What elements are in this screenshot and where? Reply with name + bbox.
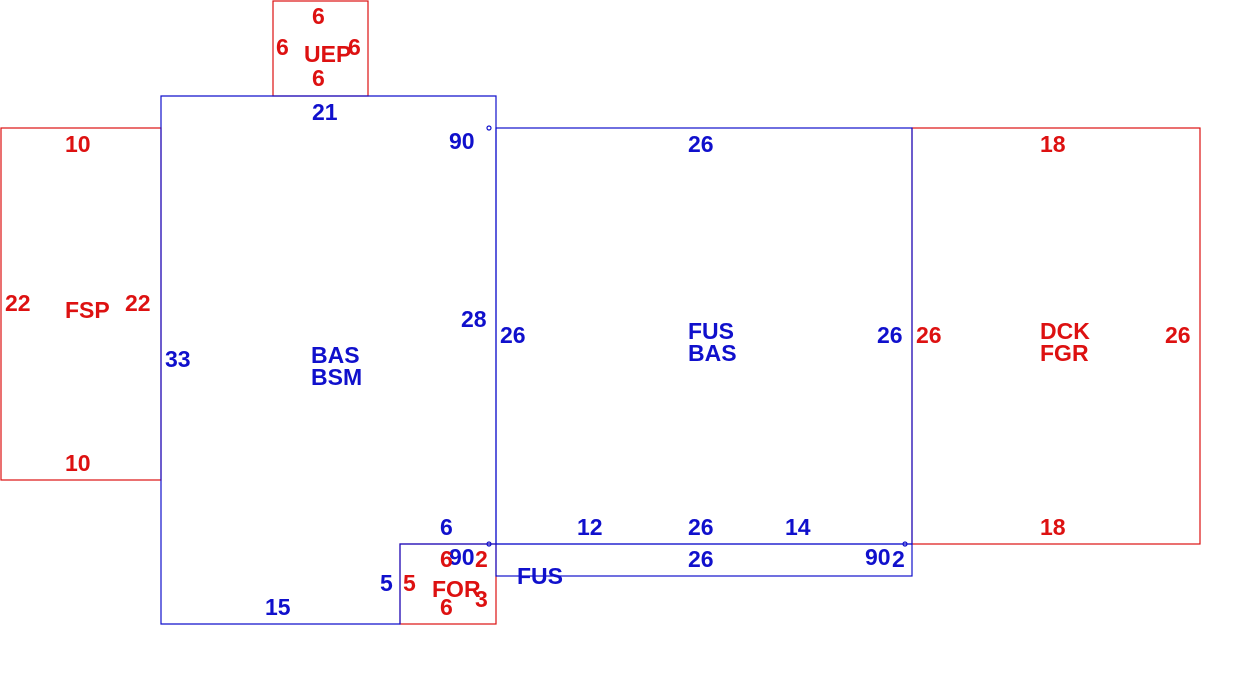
dimension-label: 26 xyxy=(877,322,903,348)
dimension-label: 10 xyxy=(65,131,91,157)
area-label-bas: BAS xyxy=(688,340,737,366)
dimension-label: 22 xyxy=(125,290,151,316)
dimension-label: 90 xyxy=(865,544,891,570)
dimension-label: 6 xyxy=(312,65,325,91)
corner-marker xyxy=(902,541,908,547)
dimension-labels: 6 6 6 6 10 22 22 10 21 90 33 28 6 15 5 2… xyxy=(5,3,1191,620)
dimension-label: 90 xyxy=(449,544,475,570)
dimension-label: 6 xyxy=(440,594,453,620)
corner-marker xyxy=(486,125,492,131)
area-label-fus: FUS xyxy=(688,318,734,344)
dimension-label: 26 xyxy=(688,546,714,572)
bas-bsm-outline xyxy=(160,95,497,625)
dimension-label: 26 xyxy=(500,322,526,348)
dimension-label: 5 xyxy=(380,570,393,596)
area-label-for: FOR xyxy=(432,576,481,602)
corner-marker xyxy=(486,541,492,547)
fus-outline xyxy=(495,543,913,577)
dimension-label: 12 xyxy=(577,514,603,540)
dimension-label: 22 xyxy=(5,290,31,316)
dimension-label: 28 xyxy=(461,306,487,332)
dimension-label: 2 xyxy=(475,546,488,572)
dimension-label: 26 xyxy=(916,322,942,348)
dimension-label: 6 xyxy=(312,3,325,29)
area-label-bsm: BSM xyxy=(311,364,362,390)
dimension-label: 2 xyxy=(892,546,905,572)
dimension-label: 33 xyxy=(165,346,191,372)
dimension-label: 15 xyxy=(265,594,291,620)
area-labels: UEP FSP BAS BSM FUS BAS DCK FGR FOR FUS xyxy=(65,41,1090,602)
dimension-label: 3 xyxy=(475,586,488,612)
area-label-fus: FUS xyxy=(517,563,563,589)
dimension-label: 6 xyxy=(440,546,453,572)
dimension-label: 6 xyxy=(440,514,453,540)
dimension-label: 5 xyxy=(403,570,416,596)
dimension-label: 21 xyxy=(312,99,338,125)
blue-outlines xyxy=(160,95,913,625)
dimension-label: 6 xyxy=(276,34,289,60)
dimension-label: 90 xyxy=(449,128,475,154)
area-label-fsp: FSP xyxy=(65,297,110,323)
dimension-label: 18 xyxy=(1040,514,1066,540)
area-label-uep: UEP xyxy=(304,41,351,67)
area-label-dck: DCK xyxy=(1040,318,1090,344)
dimension-label: 26 xyxy=(688,131,714,157)
dimension-label: 10 xyxy=(65,450,91,476)
area-label-bas: BAS xyxy=(311,342,360,368)
dimension-label: 18 xyxy=(1040,131,1066,157)
dimension-label: 26 xyxy=(688,514,714,540)
dimension-label: 6 xyxy=(348,34,361,60)
area-label-fgr: FGR xyxy=(1040,340,1089,366)
dimension-label: 14 xyxy=(785,514,811,540)
dimension-label: 26 xyxy=(1165,322,1191,348)
